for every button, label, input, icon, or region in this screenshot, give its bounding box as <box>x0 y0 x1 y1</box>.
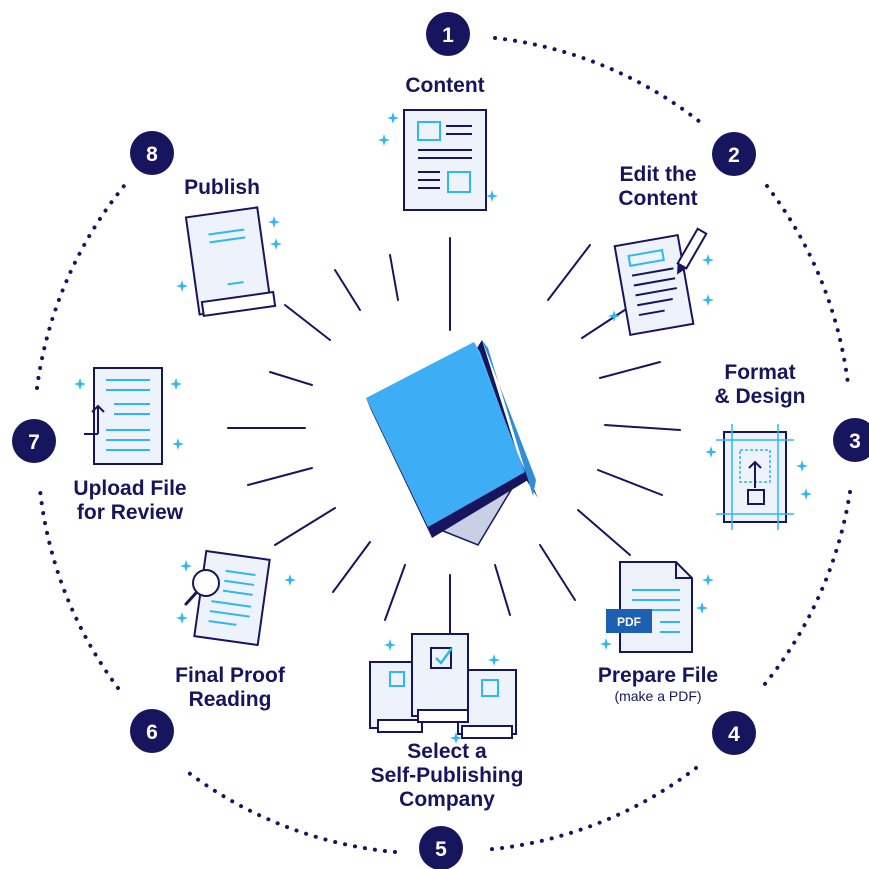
label-line: Upload File <box>73 477 187 500</box>
step-badge-3: 3 <box>833 418 869 462</box>
open-book-icon <box>366 340 538 546</box>
burst-rays <box>227 237 681 648</box>
label-line: Content <box>618 187 698 210</box>
step-number: 8 <box>146 143 158 166</box>
label-line: Edit the <box>619 163 697 186</box>
step-number: 2 <box>728 144 740 167</box>
step-number: 5 <box>435 838 447 861</box>
label-line: Content <box>405 74 485 97</box>
label-line: Prepare File <box>597 664 719 687</box>
pdf-file-icon: PDF <box>600 561 714 653</box>
label-line: & Design <box>714 385 806 408</box>
step-number: 7 <box>28 431 40 454</box>
books-selection-icon <box>369 633 517 744</box>
upload-document-icon <box>74 367 184 465</box>
label-line: Company <box>399 788 495 811</box>
step-badge-6: 6 <box>130 709 174 753</box>
step-8-label: Publish <box>160 176 284 200</box>
step-number: 3 <box>849 430 861 453</box>
document-layout-icon <box>378 109 498 211</box>
step-6-label: Final Proof Reading <box>150 664 310 712</box>
edit-document-icon <box>608 227 714 337</box>
book-icon <box>176 206 282 318</box>
label-line: for Review <box>76 501 184 524</box>
label-note: (make a PDF) <box>614 688 702 704</box>
label-line: Select a <box>407 740 487 763</box>
step-number: 4 <box>728 723 740 746</box>
step-2-label: Edit the Content <box>596 163 720 211</box>
step-badge-8: 8 <box>130 131 174 175</box>
label-line: Reading <box>188 688 272 711</box>
step-number: 1 <box>442 24 454 47</box>
step-7-label: Upload File for Review <box>50 477 210 525</box>
label-line: Final Proof <box>175 664 285 687</box>
step-1-label: Content <box>362 74 528 98</box>
step-number: 6 <box>146 721 158 744</box>
step-badge-1: 1 <box>426 12 470 56</box>
step-badge-5: 5 <box>419 826 463 869</box>
layout-grid-icon <box>705 424 812 530</box>
step-5-label: Select a Self-Publishing Company <box>347 740 547 812</box>
pdf-badge: PDF <box>617 615 641 629</box>
label-line: Self-Publishing <box>370 764 524 787</box>
label-line: Publish <box>184 176 260 199</box>
label-line: Format <box>724 361 796 384</box>
step-4-label: Prepare File (make a PDF) <box>568 664 748 704</box>
step-3-label: Format & Design <box>698 361 822 409</box>
step-badge-7: 7 <box>12 419 56 463</box>
step-badge-4: 4 <box>712 711 756 755</box>
magnifier-document-icon <box>176 549 296 647</box>
dotted-cycle-path <box>35 36 852 854</box>
step-badge-2: 2 <box>712 132 756 176</box>
